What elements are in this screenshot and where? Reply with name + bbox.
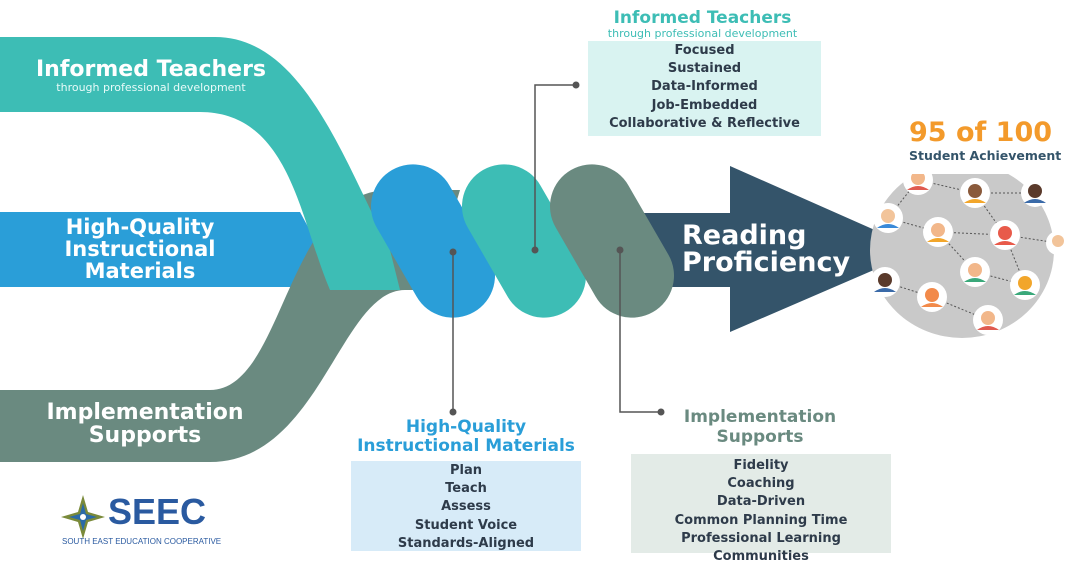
list-item: Common Planning Time [674, 512, 848, 528]
materials-stream-line3: Materials [84, 259, 196, 283]
teachers-stream-label: Informed Teachers through professional d… [10, 58, 292, 94]
student-network [870, 162, 1069, 338]
list-item: Job-Embedded [651, 97, 758, 113]
materials-stream-label: High-Quality Instructional Materials [40, 216, 240, 282]
materials-box-title1: High-Quality [405, 417, 527, 437]
reading-arrow [640, 166, 920, 332]
stream-graphic [0, 37, 1069, 539]
supports-connector [619, 250, 660, 413]
list-item: Fidelity [733, 458, 789, 473]
supports-stream-line2: Supports [88, 423, 202, 448]
materials-box-title2: Instructional Materials [357, 436, 575, 456]
teal-pill [462, 164, 586, 318]
diagram-canvas: Informed Teachers through professional d… [0, 8, 1069, 565]
teachers-box-heading: Informed Teachers through professional d… [575, 8, 830, 40]
supports-box-heading: Implementation Supports [660, 407, 860, 447]
teachers-box-title: Informed Teachers [613, 8, 792, 28]
teachers-connector [534, 84, 575, 250]
list-item: Student Voice [414, 517, 518, 533]
materials-box-heading: High-Quality Instructional Materials [348, 418, 584, 456]
list-item: Coaching [727, 476, 795, 492]
supports-stream-line1: Implementation [46, 400, 244, 425]
outcome-line1: Reading [682, 220, 807, 251]
seec-tagline: SOUTH EAST EDUCATION COOPERATIVE [62, 537, 222, 546]
supports-box-title2: Supports [716, 427, 804, 447]
supports-box-title1: Implementation [683, 407, 837, 427]
compass-icon [61, 495, 105, 539]
list-item: Focused [674, 43, 735, 58]
score-panel: 95 of 100 Student Achievement [909, 118, 1069, 174]
list-item: Standards-Aligned [397, 535, 535, 551]
teachers-stream-title: Informed Teachers [35, 57, 267, 82]
seec-logo-text: SEEC [108, 491, 207, 532]
materials-stream-line2: Instructional [64, 237, 216, 261]
materials-stream-line1: High-Quality [65, 215, 215, 239]
blue-pill [371, 164, 495, 318]
score-label: Student Achievement [909, 148, 1062, 163]
teachers-band [0, 37, 400, 290]
list-item: Plan [449, 463, 482, 478]
teachers-list: Focused Sustained Data-Informed Job-Embe… [588, 41, 821, 136]
supports-list: Fidelity Coaching Data-Driven Common Pla… [631, 454, 891, 564]
gray-pill [550, 164, 674, 318]
supports-stream-label: Implementation Supports [20, 401, 270, 447]
outcome-arrow-label: Reading Proficiency [682, 222, 850, 276]
list-item: Data-Informed [651, 79, 758, 95]
outcome-line2: Proficiency [682, 247, 851, 278]
list-item: Professional Learning Communities [681, 530, 841, 565]
list-item: Sustained [667, 61, 742, 77]
materials-band [0, 212, 320, 287]
teachers-stream-subtitle: through professional development [56, 81, 246, 94]
list-item: Assess [441, 499, 491, 515]
list-item: Data-Driven [716, 494, 806, 510]
list-item: Teach [445, 481, 487, 497]
materials-list: Plan Teach Assess Student Voice Standard… [351, 461, 581, 551]
teachers-box-subtitle: through professional development [607, 27, 798, 40]
list-item: Collaborative & Reflective [609, 115, 800, 131]
score-value: 95 of 100 [909, 117, 1053, 148]
